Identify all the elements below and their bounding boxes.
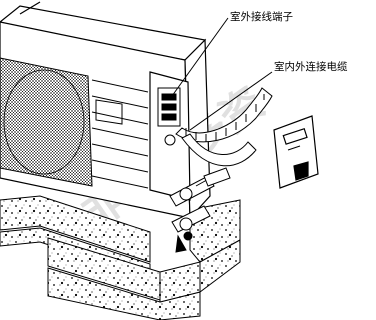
label-connection-cable: 室内外连接电缆 (274, 60, 348, 73)
connection-cable (175, 87, 273, 167)
terminal-block (157, 87, 181, 146)
leader-lines (171, 17, 273, 131)
wall-outlet (273, 115, 319, 189)
vent-slats (91, 79, 149, 189)
label-outdoor-terminal: 室外接线端子 (230, 10, 293, 23)
stop-valves (169, 167, 231, 253)
fan-grille (0, 57, 93, 187)
